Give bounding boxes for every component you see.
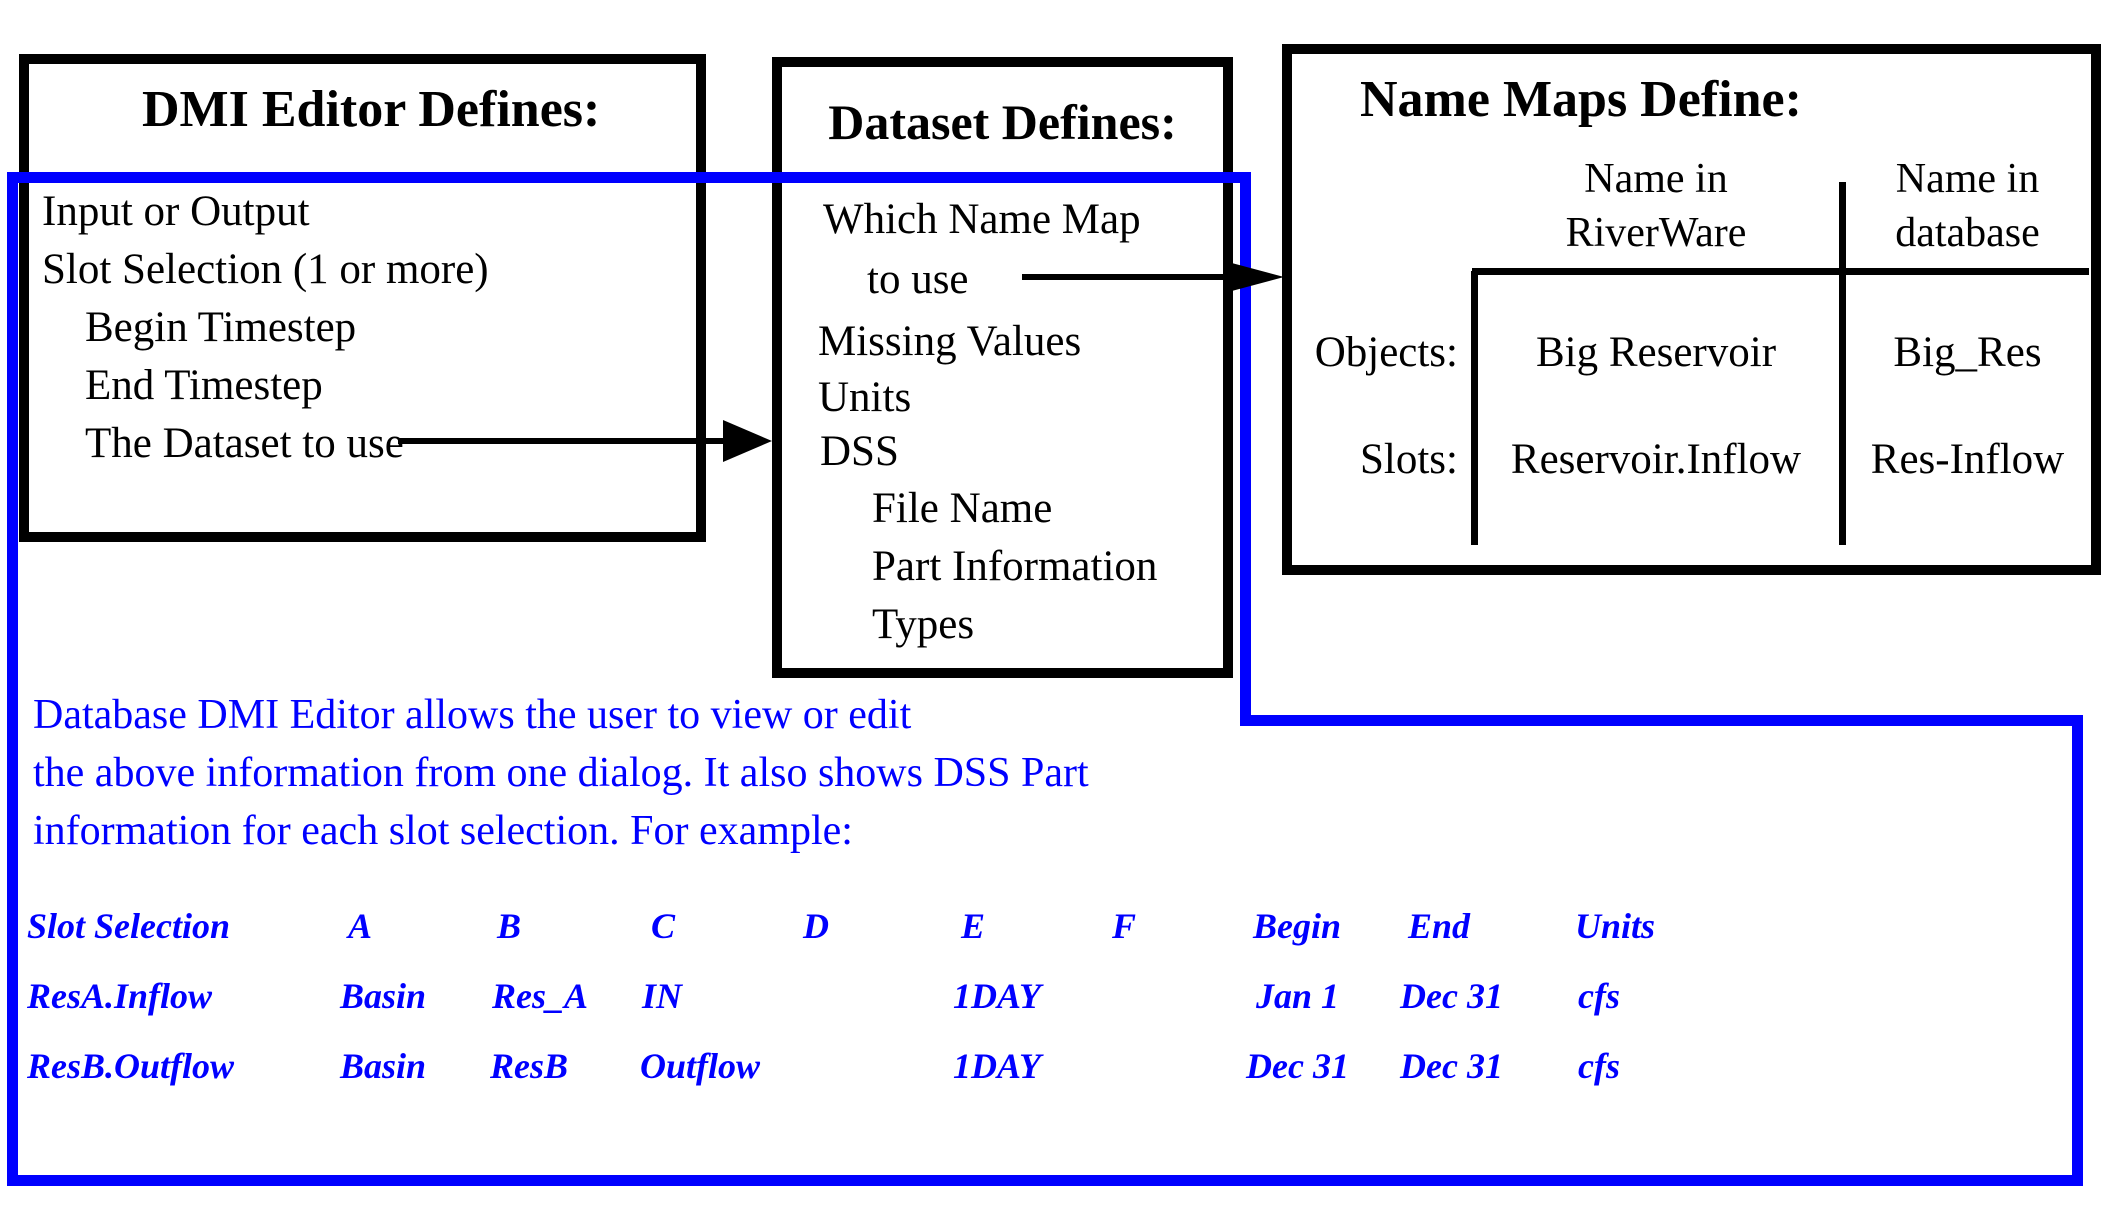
name-maps-header-rule (1472, 268, 2089, 275)
example-row1-slot: ResA.Inflow (27, 976, 213, 1016)
example-row2-c: Outflow (640, 1046, 761, 1086)
name-maps-col1-header-line1: Name in (1584, 156, 1728, 202)
example-header-slot-selection: Slot Selection (27, 906, 231, 946)
name-maps-col1-header-line2: RiverWare (1565, 210, 1747, 256)
name-maps-left-divider (1471, 271, 1478, 545)
example-header-f: F (1112, 906, 1137, 946)
dataset-box-title: Dataset Defines: (828, 94, 1177, 150)
example-row2-slot: ResB.Outflow (27, 1046, 235, 1086)
name-maps-row-slots-riverware: Reservoir.Inflow (1510, 436, 1802, 483)
example-header-begin: Begin (1253, 906, 1342, 946)
dmi-item-end-timestep: End Timestep (85, 362, 323, 409)
example-row2-end: Dec 31 (1400, 1046, 1503, 1086)
name-maps-row-objects-label: Objects: (1314, 329, 1458, 376)
name-maps-row-slots-database: Res-Inflow (1870, 436, 2065, 483)
example-row2-e: 1DAY (953, 1046, 1042, 1086)
name-map-arrow-head-icon (1228, 262, 1284, 292)
name-maps-col2-header-line2: database (1895, 210, 2040, 256)
example-row2-begin: Dec 31 (1246, 1046, 1349, 1086)
example-row2-units: cfs (1578, 1046, 1620, 1086)
dataset-arrow-head-icon (723, 420, 772, 462)
example-header-units: Units (1575, 906, 1656, 946)
name-maps-col2-header-line1: Name in (1895, 156, 2040, 202)
dataset-item-file-name: File Name (872, 485, 1053, 532)
example-row1-units: cfs (1578, 976, 1620, 1016)
dataset-item-types: Types (872, 601, 975, 648)
example-row1-end: Dec 31 (1400, 976, 1503, 1016)
example-row1-a: Basin (340, 976, 427, 1016)
name-maps-box-title: Name Maps Define: (1360, 71, 1802, 128)
example-row1-e: 1DAY (953, 976, 1042, 1016)
name-maps-row-objects-database: Big_Res (1893, 329, 2042, 376)
example-row1-begin: Jan 1 (1256, 976, 1340, 1016)
note-line-1: Database DMI Editor allows the user to v… (33, 692, 912, 738)
example-header-a: A (348, 906, 373, 946)
dmi-item-dataset-to-use: The Dataset to use (85, 420, 404, 467)
dataset-item-units: Units (818, 374, 912, 421)
name-maps-row-slots-label: Slots: (1360, 436, 1458, 483)
example-row2-a: Basin (340, 1046, 427, 1086)
dmi-item-begin-timestep: Begin Timestep (85, 304, 357, 351)
dataset-item-dss: DSS (820, 428, 899, 475)
example-row1-c: IN (642, 976, 683, 1016)
dataset-item-part-information: Part Information (872, 543, 1158, 590)
example-header-c: C (651, 906, 676, 946)
dataset-item-missing-values: Missing Values (818, 318, 1082, 365)
name-maps-row-objects-riverware: Big Reservoir (1535, 329, 1777, 376)
example-row1-b: Res_A (492, 976, 589, 1016)
example-header-e: E (961, 906, 986, 946)
example-header-end: End (1408, 906, 1471, 946)
example-row2-b: ResB (490, 1046, 569, 1086)
dmi-item-slot-selection: Slot Selection (1 or more) (42, 246, 489, 293)
dmi-item-input-or-output: Input or Output (42, 188, 310, 235)
dataset-item-to-use: to use (867, 256, 969, 303)
example-header-b: B (497, 906, 522, 946)
note-line-2: the above information from one dialog. I… (33, 750, 1089, 796)
dmi-editor-box-title: DMI Editor Defines: (142, 81, 601, 138)
name-maps-middle-divider (1839, 182, 1846, 545)
note-line-3: information for each slot selection. For… (33, 808, 853, 854)
dataset-item-which-name-map: Which Name Map (823, 196, 1141, 243)
example-header-d: D (803, 906, 829, 946)
